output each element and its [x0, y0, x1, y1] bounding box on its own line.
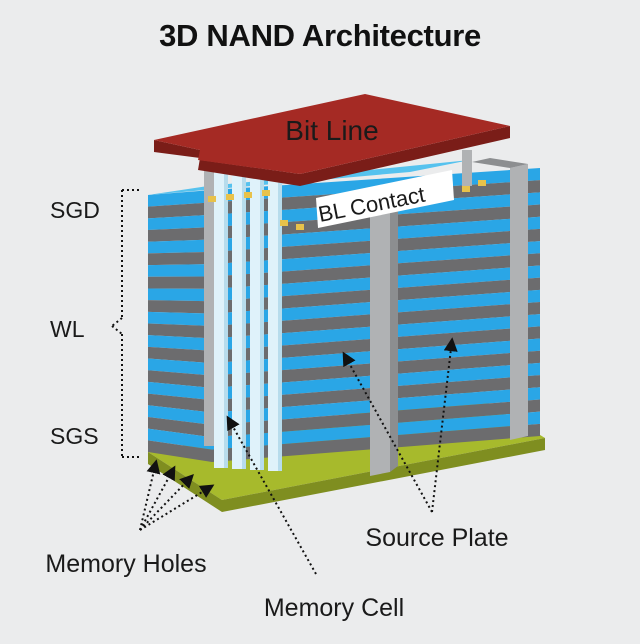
stack-layer [148, 428, 212, 450]
pillar-shade [242, 165, 246, 469]
stack-layer [148, 370, 212, 388]
bit-line-label: Bit Line [285, 115, 378, 146]
stack-layer [148, 276, 212, 289]
stack-layer [148, 416, 212, 438]
stack-layer [148, 300, 212, 314]
memory-hole-pillar [250, 162, 260, 470]
bit-line-side [154, 126, 510, 186]
bl-contact [244, 192, 252, 198]
memory-hole-pillar [204, 160, 214, 446]
source-wall-right [472, 158, 528, 440]
pillar-shade [260, 162, 264, 470]
pillar-shade [224, 168, 228, 468]
bl-contact [462, 186, 470, 192]
layer-bracket [111, 189, 142, 458]
bl-contact [226, 194, 234, 200]
stack-layer [148, 381, 212, 401]
sgs-label: SGS [50, 423, 99, 449]
bl-contact-panel [316, 170, 454, 228]
stack-layer [148, 346, 212, 364]
stack-layer [148, 440, 212, 462]
source-plate-right [222, 438, 545, 512]
sgd-label: SGD [50, 197, 100, 223]
stack-layer [212, 168, 540, 203]
bl-contacts [208, 180, 486, 230]
stack-layer [148, 264, 212, 277]
stack-layer [148, 214, 212, 231]
memory-cell-label: Memory Cell [264, 594, 404, 622]
stack-layer [148, 311, 212, 326]
stack-layer [148, 405, 212, 425]
stack-layer [148, 335, 212, 351]
bl-contact [280, 220, 288, 226]
memory-hole-pillar [268, 159, 278, 471]
source-plate-arrows [342, 337, 458, 513]
stack-layer [148, 323, 212, 339]
wl-label: WL [50, 316, 85, 342]
stack-layer [148, 227, 212, 242]
stack-layer [148, 202, 212, 219]
memory-hole-pillar [462, 150, 472, 186]
memory-hole-pillar [232, 165, 242, 469]
stack-layer [148, 393, 212, 413]
bit-line-top [154, 94, 510, 174]
stack-layer [148, 251, 212, 266]
bl-contact [262, 190, 270, 196]
left-face-stack [148, 190, 212, 462]
stack-layer [148, 190, 212, 207]
diagram-title: 3D NAND Architecture [159, 18, 481, 53]
memory-hole-pillars [204, 150, 472, 471]
bl-contact [478, 180, 486, 186]
memory-holes-label: Memory Holes [45, 550, 206, 578]
bl-contact [296, 224, 304, 230]
stack-layer [148, 358, 212, 376]
source-wall-middle [370, 190, 398, 476]
pillar-shade [278, 159, 282, 471]
stack-layer [148, 239, 212, 254]
memory-holes-arrows [139, 459, 215, 531]
source-plate-label: Source Plate [365, 524, 508, 552]
memory-hole-pillar [214, 168, 224, 468]
bl-contact [208, 196, 216, 202]
stack-layer [148, 288, 212, 302]
